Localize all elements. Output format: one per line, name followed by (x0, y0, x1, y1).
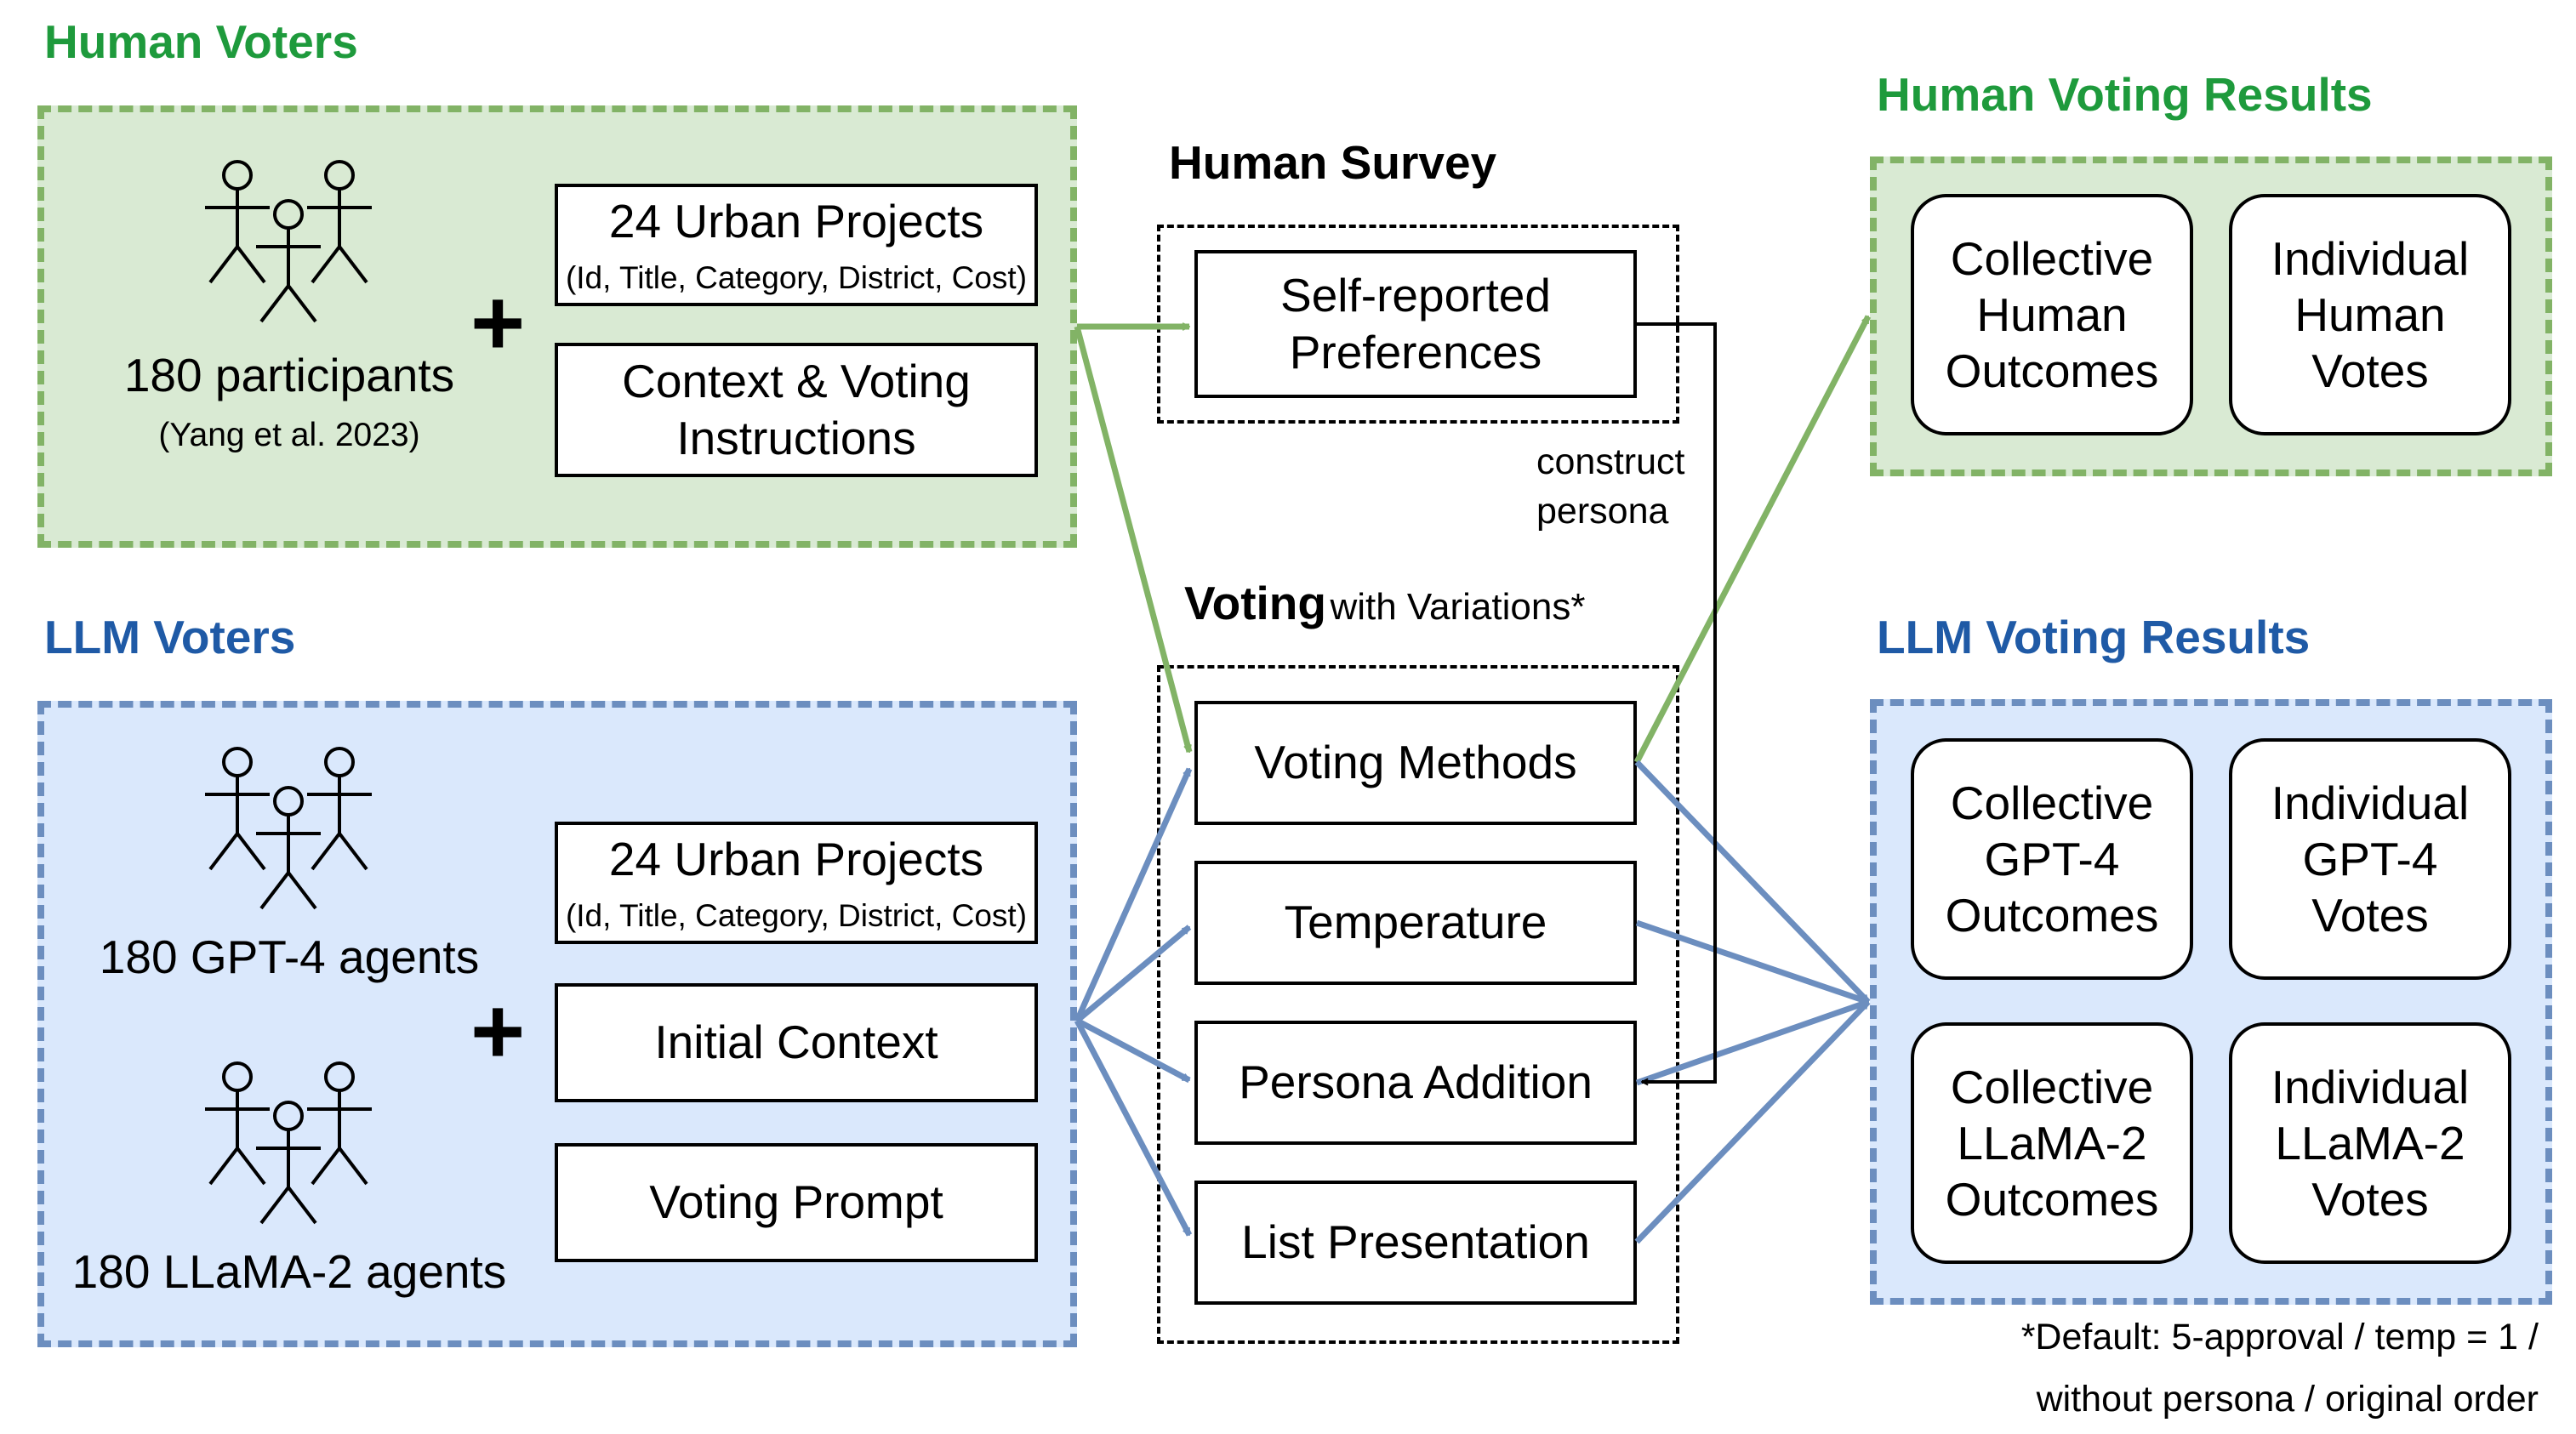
human-plus-sign: + (470, 270, 526, 375)
list-presentation-box: List Presentation (1194, 1181, 1637, 1305)
individual-gpt-votes-box: Individual GPT-4 Votes (2229, 738, 2511, 980)
collective-llama-outcomes-box: Collective LLaMA-2 Outcomes (1911, 1022, 2193, 1264)
context-instructions-box: Context & Voting Instructions (555, 343, 1038, 477)
arrow-temperature-to-llm-results (1635, 919, 1868, 1005)
voting-prompt-box: Voting Prompt (555, 1143, 1038, 1262)
voting-frame (1157, 665, 1679, 1344)
voting-prompt-label: Voting Prompt (649, 1175, 943, 1229)
individual-llama-votes-box: Individual LLaMA-2 Votes (2229, 1022, 2511, 1264)
human-voters-title: Human Voters (44, 15, 358, 68)
persona-addition-box: Persona Addition (1194, 1021, 1637, 1145)
voting-title: Voting with Variations* (1184, 580, 1585, 627)
temperature-box: Temperature (1194, 861, 1637, 985)
initial-context-label: Initial Context (654, 1016, 938, 1069)
human-urban-projects-box: 24 Urban Projects (Id, Title, Category, … (555, 184, 1038, 306)
llm-urban-projects-box: 24 Urban Projects (Id, Title, Category, … (555, 822, 1038, 944)
llm-projects-title: 24 Urban Projects (608, 832, 984, 885)
list-presentation-label: List Presentation (1241, 1215, 1590, 1269)
arrow-llm-to-persona (1075, 1017, 1189, 1084)
preferences-box: Self-reported Preferences (1194, 250, 1637, 398)
default-footnote: *Default: 5-approval / temp = 1 / withou… (2021, 1306, 2539, 1431)
llm-results-title: LLM Voting Results (1877, 611, 2311, 663)
gpt-agents-icon (205, 747, 372, 910)
llm-projects-fields: (Id, Title, Category, District, Cost) (565, 897, 1028, 933)
llm-plus-sign: + (470, 979, 526, 1084)
arrow-human-to-voting (1074, 326, 1193, 752)
footnote-line-2: without persona / original order (2036, 1379, 2539, 1420)
arrow-voting-to-human-results (1633, 316, 1872, 764)
llama-agents-label: 180 LLaMA-2 agents (71, 1245, 507, 1298)
gpt-agents-label: 180 GPT-4 agents (99, 930, 480, 983)
voting-methods-label: Voting Methods (1254, 736, 1577, 789)
participants-label: 180 participants (123, 349, 455, 401)
voting-title-main: Voting (1184, 577, 1326, 629)
human-participants-icon (205, 160, 372, 323)
citation-label: (Yang et al. 2023) (158, 417, 420, 453)
human-projects-fields: (Id, Title, Category, District, Cost) (565, 259, 1028, 295)
collective-human-outcomes-box: Collective Human Outcomes (1911, 194, 2193, 435)
construct-persona-label: construct persona (1536, 441, 1685, 532)
human-projects-title: 24 Urban Projects (608, 194, 984, 248)
voting-methods-box: Voting Methods (1194, 701, 1637, 825)
persona-addition-label: Persona Addition (1239, 1056, 1593, 1109)
arrow-list-to-llm-results (1634, 999, 1871, 1244)
arrow-llm-to-list (1074, 1019, 1193, 1235)
llm-voters-title: LLM Voters (44, 611, 296, 663)
arrow-persona-to-llm-results (1635, 999, 1868, 1086)
collective-gpt-outcomes-box: Collective GPT-4 Outcomes (1911, 738, 2193, 980)
human-results-title: Human Voting Results (1877, 68, 2373, 121)
individual-human-votes-box: Individual Human Votes (2229, 194, 2511, 435)
initial-context-box: Initial Context (555, 983, 1038, 1102)
arrow-llm-to-temperature (1074, 925, 1192, 1023)
footnote-line-1: *Default: 5-approval / temp = 1 / (2020, 1317, 2539, 1357)
arrow-llm-to-methods (1074, 769, 1193, 1022)
human-survey-title: Human Survey (1169, 136, 1497, 189)
llama-agents-icon (205, 1061, 372, 1225)
temperature-label: Temperature (1284, 896, 1547, 949)
context-instructions-label: Context & Voting Instructions (622, 354, 971, 464)
arrow-construct-persona (1637, 322, 1717, 1082)
voting-title-suffix: with Variations* (1330, 586, 1586, 628)
preferences-label: Self-reported Preferences (1280, 268, 1551, 378)
arrow-methods-to-llm-results (1634, 760, 1871, 1004)
